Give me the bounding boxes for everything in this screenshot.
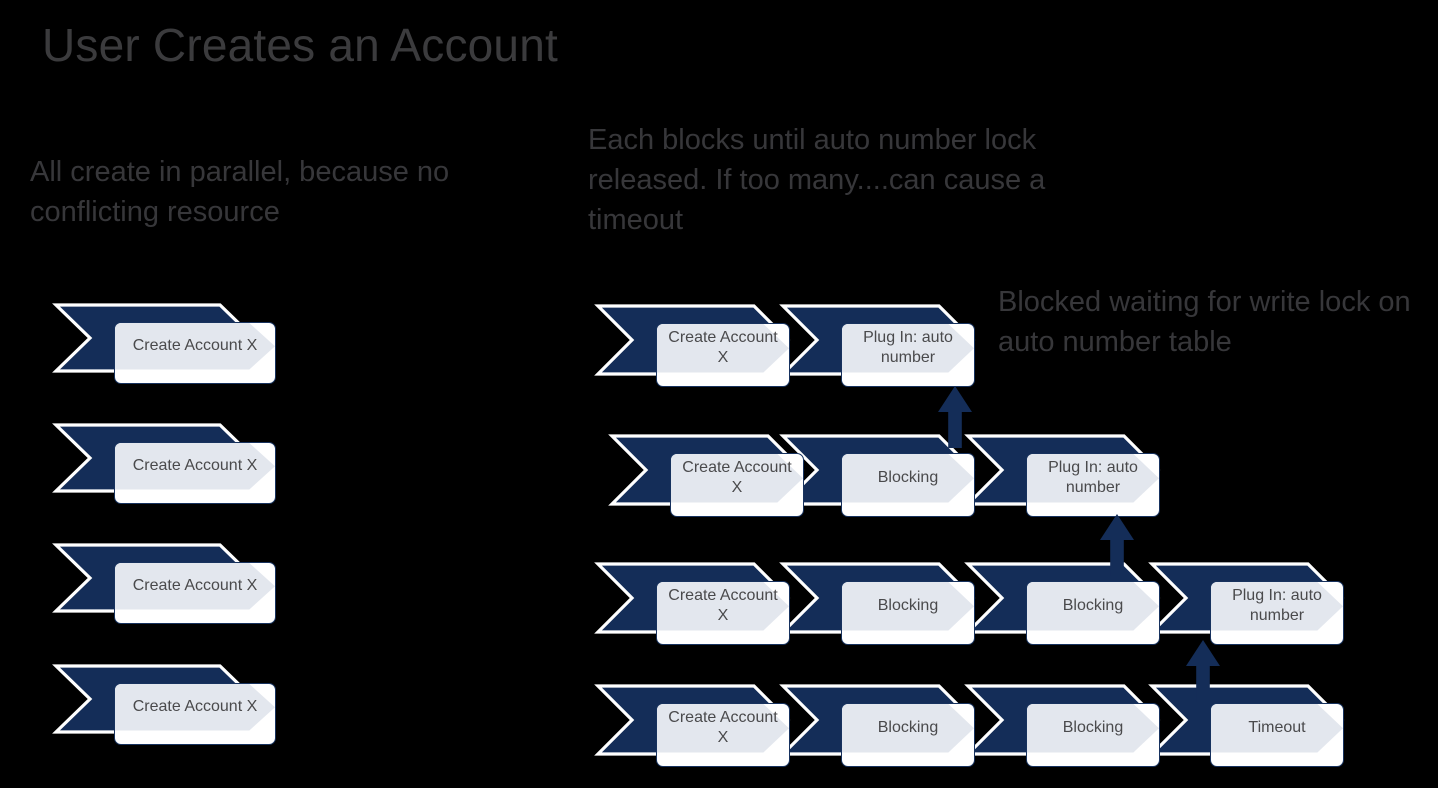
inner-wedge-shape [671, 454, 803, 516]
inner-wedge-shape [842, 704, 974, 766]
caption-blocked-waiting: Blocked waiting for write lock on auto n… [998, 286, 1411, 358]
inner-wedge-shape [1027, 454, 1159, 516]
right-row1-step1-box[interactable]: Create Account X [656, 323, 790, 387]
inner-wedge-shape [1027, 582, 1159, 644]
page-title: User Creates an Account [42, 19, 558, 71]
right-row2-step2-label: Blocking [877, 469, 939, 486]
right-row4-step1-label: Create Account X [668, 709, 778, 746]
right-row1-step1-label: Create Account X [668, 329, 778, 366]
arrow-row3-to-row2-icon [1100, 514, 1134, 576]
right-row4-step1-box[interactable]: Create Account X [656, 703, 790, 767]
inner-wedge-shape [1027, 704, 1159, 766]
caption-each-blocks-until: Each blocks until auto number lock relea… [588, 124, 1046, 236]
inner-wedge-shape [657, 582, 789, 644]
inner-wedge-shape [1211, 582, 1343, 644]
right-row3-step3-box[interactable]: Blocking [1026, 581, 1160, 645]
right-row3-step2-label: Blocking [877, 597, 939, 614]
left-step-3-label: Create Account X [132, 577, 258, 594]
inner-wedge-shape [115, 443, 275, 503]
right-row2-step1-box[interactable]: Create Account X [670, 453, 804, 517]
right-row4-step2-label: Blocking [877, 719, 939, 736]
right-row3-step1-box[interactable]: Create Account X [656, 581, 790, 645]
right-row2-step1-label: Create Account X [682, 459, 792, 496]
inner-wedge-shape [115, 684, 275, 744]
arrow-row2-to-row1-icon [938, 386, 972, 448]
left-step-2-label: Create Account X [132, 457, 258, 474]
right-row3-step4-box[interactable]: Plug In: auto number [1210, 581, 1344, 645]
right-row3-step3-label: Blocking [1062, 597, 1124, 614]
inner-wedge-shape [657, 704, 789, 766]
left-step-3-box[interactable]: Create Account X [114, 562, 276, 624]
inner-wedge-shape [1211, 704, 1343, 766]
left-step-4-label: Create Account X [132, 698, 258, 715]
left-step-1-box[interactable]: Create Account X [114, 322, 276, 384]
right-row4-step4-box[interactable]: Timeout [1210, 703, 1344, 767]
right-row2-step3-box[interactable]: Plug In: auto number [1026, 453, 1160, 517]
inner-wedge-shape [842, 454, 974, 516]
inner-wedge-shape [115, 563, 275, 623]
right-row1-step2-label: Plug In: auto number [863, 329, 953, 366]
right-row1-step2-box[interactable]: Plug In: auto number [841, 323, 975, 387]
right-row4-step3-label: Blocking [1062, 719, 1124, 736]
inner-wedge-shape [115, 323, 275, 383]
inner-wedge-shape [842, 582, 974, 644]
left-step-1-label: Create Account X [132, 337, 258, 354]
arrow-row4-to-row3-icon [1186, 640, 1220, 702]
right-row2-step3-label: Plug In: auto number [1048, 459, 1138, 496]
right-row4-step2-box[interactable]: Blocking [841, 703, 975, 767]
right-row3-step4-label: Plug In: auto number [1232, 587, 1322, 624]
right-row3-step2-box[interactable]: Blocking [841, 581, 975, 645]
right-row3-step1-label: Create Account X [668, 587, 778, 624]
caption-all-create-in-parallel: All create in parallel, because no confl… [30, 156, 450, 228]
right-row4-step4-label: Timeout [1248, 719, 1306, 736]
inner-wedge-shape [657, 324, 789, 386]
left-step-4-box[interactable]: Create Account X [114, 683, 276, 745]
right-row4-step3-box[interactable]: Blocking [1026, 703, 1160, 767]
inner-wedge-shape [842, 324, 974, 386]
left-step-2-box[interactable]: Create Account X [114, 442, 276, 504]
right-row2-step2-box[interactable]: Blocking [841, 453, 975, 517]
